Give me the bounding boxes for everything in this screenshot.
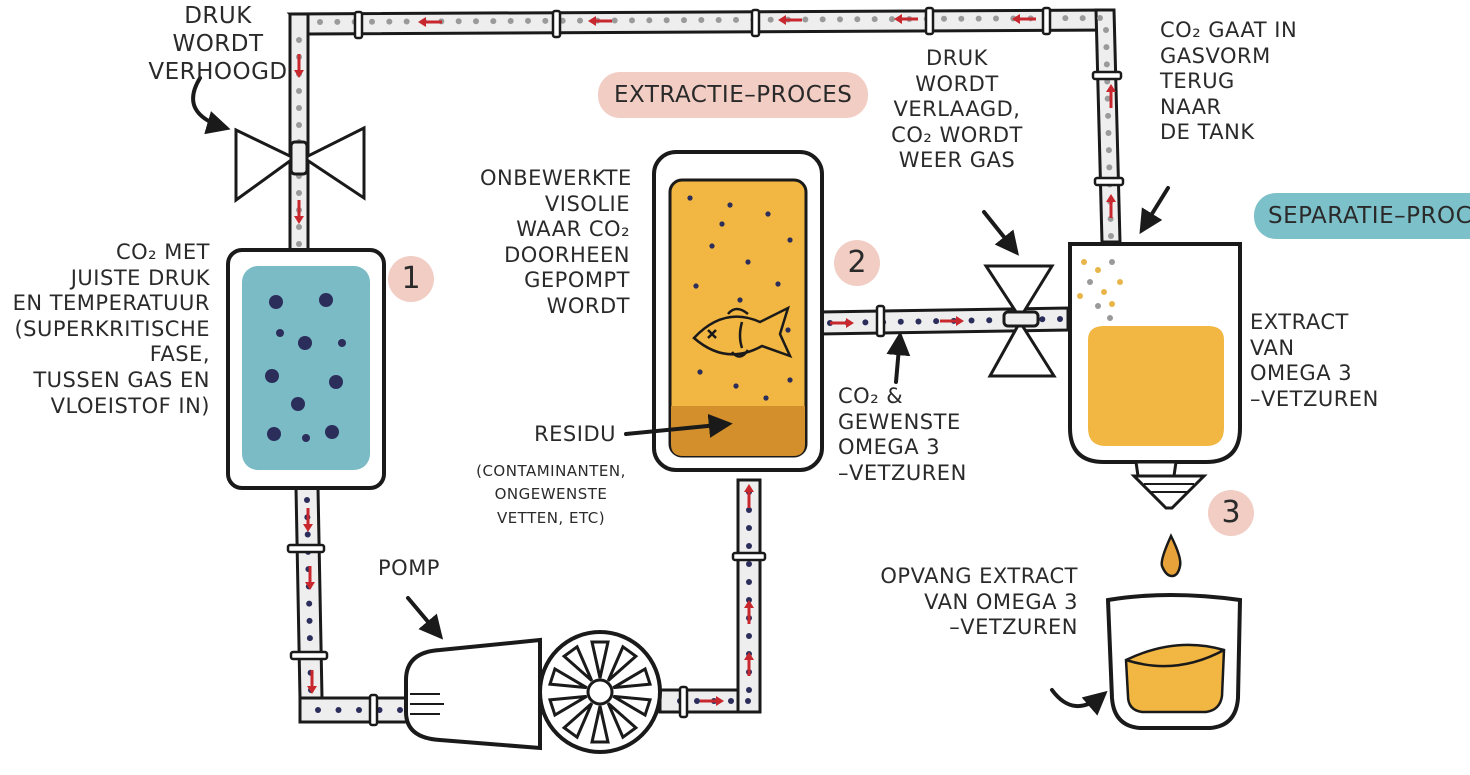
- valve-icon: [983, 264, 1057, 378]
- pump: [404, 630, 662, 754]
- flow-arrow: [830, 318, 854, 328]
- label-pump: POMP: [378, 556, 440, 580]
- droplet-icon: [1160, 533, 1182, 578]
- label-pressure-decreased: DRUK WORDT VERLAAGD, CO₂ WORDT WEER GAS: [891, 46, 1023, 173]
- label-pressure-increased: DRUK WORDT VERHOOGD: [148, 3, 288, 86]
- flow-arrow: [305, 566, 315, 590]
- flow-arrow: [940, 316, 964, 326]
- flow-arrow: [294, 54, 304, 78]
- label-co2-omega: CO₂ & GEWENSTE OMEGA 3 –VETZUREN: [838, 384, 967, 485]
- flow-arrow: [307, 670, 317, 694]
- label-residue-detail: (CONTAMINANTEN, ONGEWENSTE VETTEN, ETC): [476, 462, 626, 527]
- pipe-up-to-extractor: [736, 478, 762, 714]
- pointer-arrows: [191, 76, 1170, 716]
- flow-arrow: [744, 600, 754, 624]
- label-co2-state: CO₂ MET JUISTE DRUK EN TEMPERATUUR (SUPE…: [12, 240, 210, 418]
- flow-arrow: [894, 14, 918, 24]
- flow-arrow: [303, 508, 313, 532]
- flow-arrow: [1012, 14, 1036, 24]
- flow-arrow: [588, 16, 612, 26]
- flow-arrow: [1106, 84, 1116, 108]
- flow-arrow: [1106, 194, 1116, 218]
- extraction-vessel: [652, 150, 824, 472]
- step-number-2: 2: [834, 240, 880, 286]
- flow-arrow: [418, 17, 442, 27]
- flow-arrow: [778, 15, 802, 25]
- glass-icon: [1105, 593, 1243, 730]
- separation-tag: SEPARATIE–PROCES: [1254, 193, 1470, 239]
- label-extract: EXTRACT VAN OMEGA 3 –VETZUREN: [1250, 310, 1379, 411]
- pump-fan-icon: [547, 640, 653, 744]
- separator-vessel: [1068, 242, 1242, 510]
- step-number-3: 3: [1208, 490, 1254, 536]
- label-co2-return: CO₂ GAAT IN GASVORM TERUG NAAR DE TANK: [1160, 18, 1298, 145]
- flow-arrow: [744, 484, 754, 508]
- extraction-tag: EXTRACTIE–PROCES: [598, 72, 869, 118]
- pipe-clamps: [286, 6, 1125, 727]
- step-number-1: 1: [388, 256, 434, 302]
- label-residue: RESIDU: [534, 422, 616, 446]
- flow-arrow: [744, 652, 754, 676]
- co2-tank: [226, 248, 386, 490]
- fish-icon: [692, 305, 793, 359]
- label-collect-extract: OPVANG EXTRACT VAN OMEGA 3 –VETZUREN: [880, 564, 1078, 640]
- valve-icon: [234, 125, 366, 203]
- label-fish-oil: ONBEWERKTE VISOLIE WAAR CO₂ DOORHEEN GEP…: [480, 166, 632, 319]
- flow-arrow: [700, 696, 724, 706]
- flow-arrow: [294, 200, 304, 224]
